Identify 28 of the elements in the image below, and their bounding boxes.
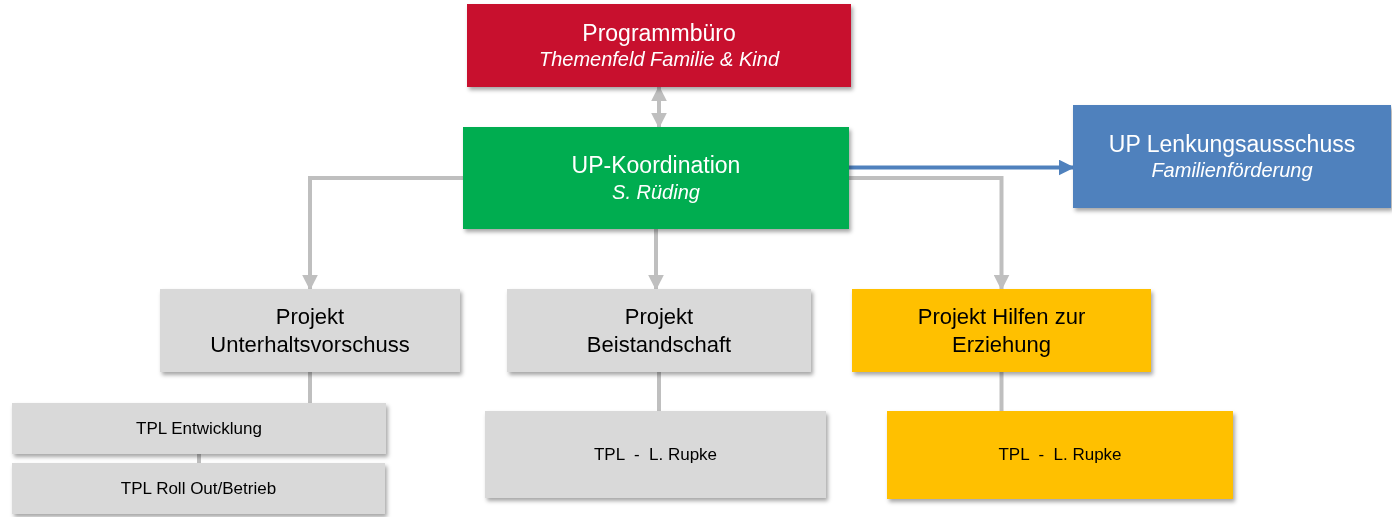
connector-arrow	[302, 176, 463, 291]
box-title: TPL Roll Out/Betrieb	[120, 477, 277, 500]
org-box	[852, 289, 1151, 372]
box-title: TPL - L. Rupke	[593, 443, 718, 466]
connector-arrow	[648, 229, 664, 291]
team-box	[485, 411, 826, 498]
box-title: TPL Entwicklung	[136, 417, 262, 440]
box-subtitle: S. Rüding	[612, 179, 700, 205]
org-box	[1073, 105, 1391, 208]
org-box	[160, 289, 460, 372]
box-title: UP Lenkungsausschuss	[1108, 129, 1356, 159]
org-box	[467, 4, 851, 87]
box-subtitle: Themenfeld Familie & Kind	[538, 47, 780, 73]
box-title: Projekt Unterhaltsvorschuss	[209, 303, 411, 358]
box-subtitle: Familienförderung	[1151, 158, 1313, 184]
box-title: Projekt Hilfen zur Erziehung	[916, 303, 1087, 358]
box-title: TPL - L. Rupke	[998, 444, 1122, 466]
box-title: Programmbüro	[582, 18, 736, 48]
connector-arrow	[651, 85, 667, 129]
team-box	[12, 403, 386, 454]
org-box	[463, 127, 849, 229]
connector-arrow	[849, 159, 1075, 176]
box-title: UP-Koordination	[571, 151, 741, 180]
org-box	[507, 289, 811, 372]
team-box	[887, 411, 1233, 499]
team-box	[12, 463, 385, 514]
connector-arrow	[849, 176, 1010, 291]
box-title: Projekt Beistandschaft	[585, 303, 733, 358]
